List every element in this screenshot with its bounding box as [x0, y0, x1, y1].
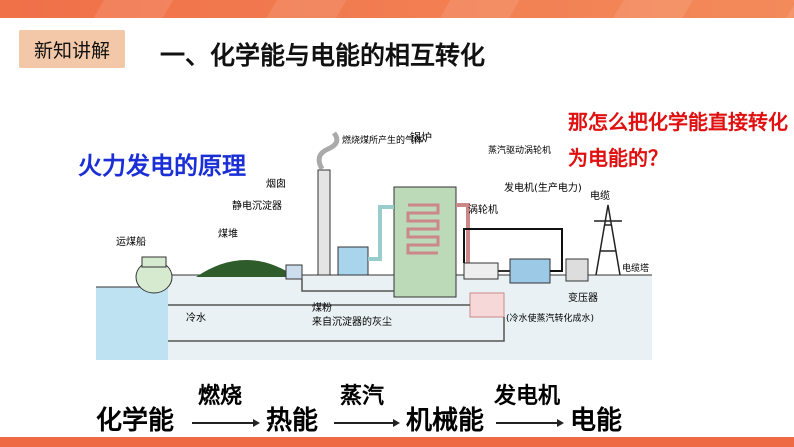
section-tag: 新知讲解 [19, 30, 125, 68]
arrow-1 [192, 419, 260, 427]
coal-pile [196, 260, 296, 277]
process-combustion: 燃烧 [198, 384, 243, 409]
term-mechanical-energy: 机械能 [406, 406, 485, 436]
generator [509, 258, 551, 284]
coal-powder-line [301, 279, 394, 292]
label-boiler: 锅炉 [410, 131, 432, 144]
label-coal-powder: 煤粉 [312, 301, 332, 314]
label-steam-turbine: 蒸汽驱动涡轮机 [488, 144, 551, 156]
turbine [463, 262, 499, 280]
label-tower-top: 电缆 [590, 189, 610, 202]
banner-stripes [0, 0, 794, 18]
condenser [469, 292, 505, 318]
chimney [317, 169, 331, 276]
label-burning-gas: 燃烧煤所产生的气体 [342, 134, 423, 146]
boiler-coil [406, 203, 440, 255]
page-title: 一、化学能与电能的相互转化 [160, 41, 486, 70]
energy-conversion-chain: 化学能 燃烧 热能 蒸汽 机械能 发电机 电能 [96, 378, 696, 436]
label-precipitator: 静电沉淀器 [232, 199, 282, 212]
label-coal-pile: 煤堆 [218, 227, 238, 240]
label-generator: 发电机(生产电力) [504, 181, 582, 194]
label-ash: 来自沉淀器的灰尘 [312, 315, 392, 328]
label-tower: 电缆塔 [622, 262, 649, 274]
pylon [594, 204, 622, 276]
label-transformer: 变压器 [568, 291, 598, 304]
return-water-pipe [168, 317, 505, 342]
term-heat-energy: 热能 [266, 406, 319, 436]
gas-pipe [368, 205, 394, 261]
power-cable [463, 228, 563, 272]
label-turbine: 涡轮机 [468, 203, 498, 216]
term-chemical-energy: 化学能 [96, 406, 175, 436]
top-banner [0, 0, 794, 18]
label-condense: (冷水使蒸汽转化成水) [506, 312, 594, 324]
arrow-2 [334, 419, 400, 427]
process-steam: 蒸汽 [340, 384, 385, 409]
label-boat: 运煤船 [116, 235, 146, 248]
term-electrical-energy: 电能 [570, 406, 623, 436]
arrow-3 [496, 419, 564, 427]
water-body [96, 287, 168, 360]
bottom-banner [0, 437, 794, 447]
smoke [316, 131, 340, 171]
transformer [565, 258, 589, 282]
process-generator: 发电机 [494, 384, 561, 409]
power-plant-diagram: 运煤船 煤堆 静电沉淀器 烟囱 燃烧煤所产生的气体 锅炉 蒸汽驱动涡轮机 涡轮机… [96, 131, 652, 360]
label-chimney: 烟囱 [266, 177, 286, 190]
precipitator [337, 246, 369, 276]
coal-feeder [285, 264, 303, 280]
diagram-caption: 火力发电的原理 [78, 152, 246, 180]
question-text: 那怎么把化学能直接转化为电能的？ [568, 110, 788, 170]
label-cold-water: 冷水 [186, 311, 206, 324]
